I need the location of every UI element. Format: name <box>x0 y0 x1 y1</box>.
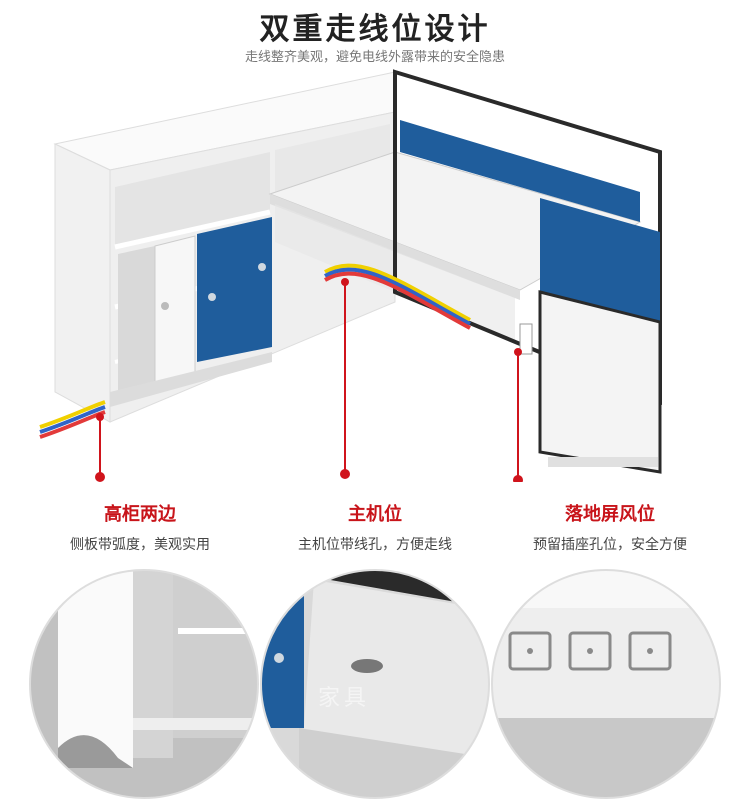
cabinet-unit <box>53 71 396 423</box>
feature-cabinet-title: 高柜两边 <box>104 504 176 525</box>
feature-host-desc: 主机位带线孔，方便走线 <box>298 537 452 553</box>
screen-panel <box>393 69 662 474</box>
page-subtitle: 走线整齐美观，避免电线外露带来的安全隐患 <box>244 50 505 65</box>
detail-cabinet-side <box>28 568 260 800</box>
desk-illustration <box>39 69 662 482</box>
feature-screen-desc: 预留插座孔位，安全方便 <box>533 537 687 553</box>
detail-host-hole <box>259 568 491 800</box>
feature-screen: 落地屏风位 预留插座孔位，安全方便 <box>490 500 730 554</box>
leader-lines <box>95 278 523 482</box>
feature-screen-title: 落地屏风位 <box>565 504 655 525</box>
feature-host: 主机位 主机位带线孔，方便走线 <box>255 500 495 554</box>
feature-host-title: 主机位 <box>348 504 402 525</box>
feature-cabinet: 高柜两边 侧板带弧度，美观实用 <box>20 500 260 554</box>
detail-socket-holes <box>490 568 722 800</box>
page-title: 双重走线位设计 <box>259 12 491 47</box>
watermark: 家具 <box>318 686 371 711</box>
feature-cabinet-desc: 侧板带弧度，美观实用 <box>70 537 210 553</box>
